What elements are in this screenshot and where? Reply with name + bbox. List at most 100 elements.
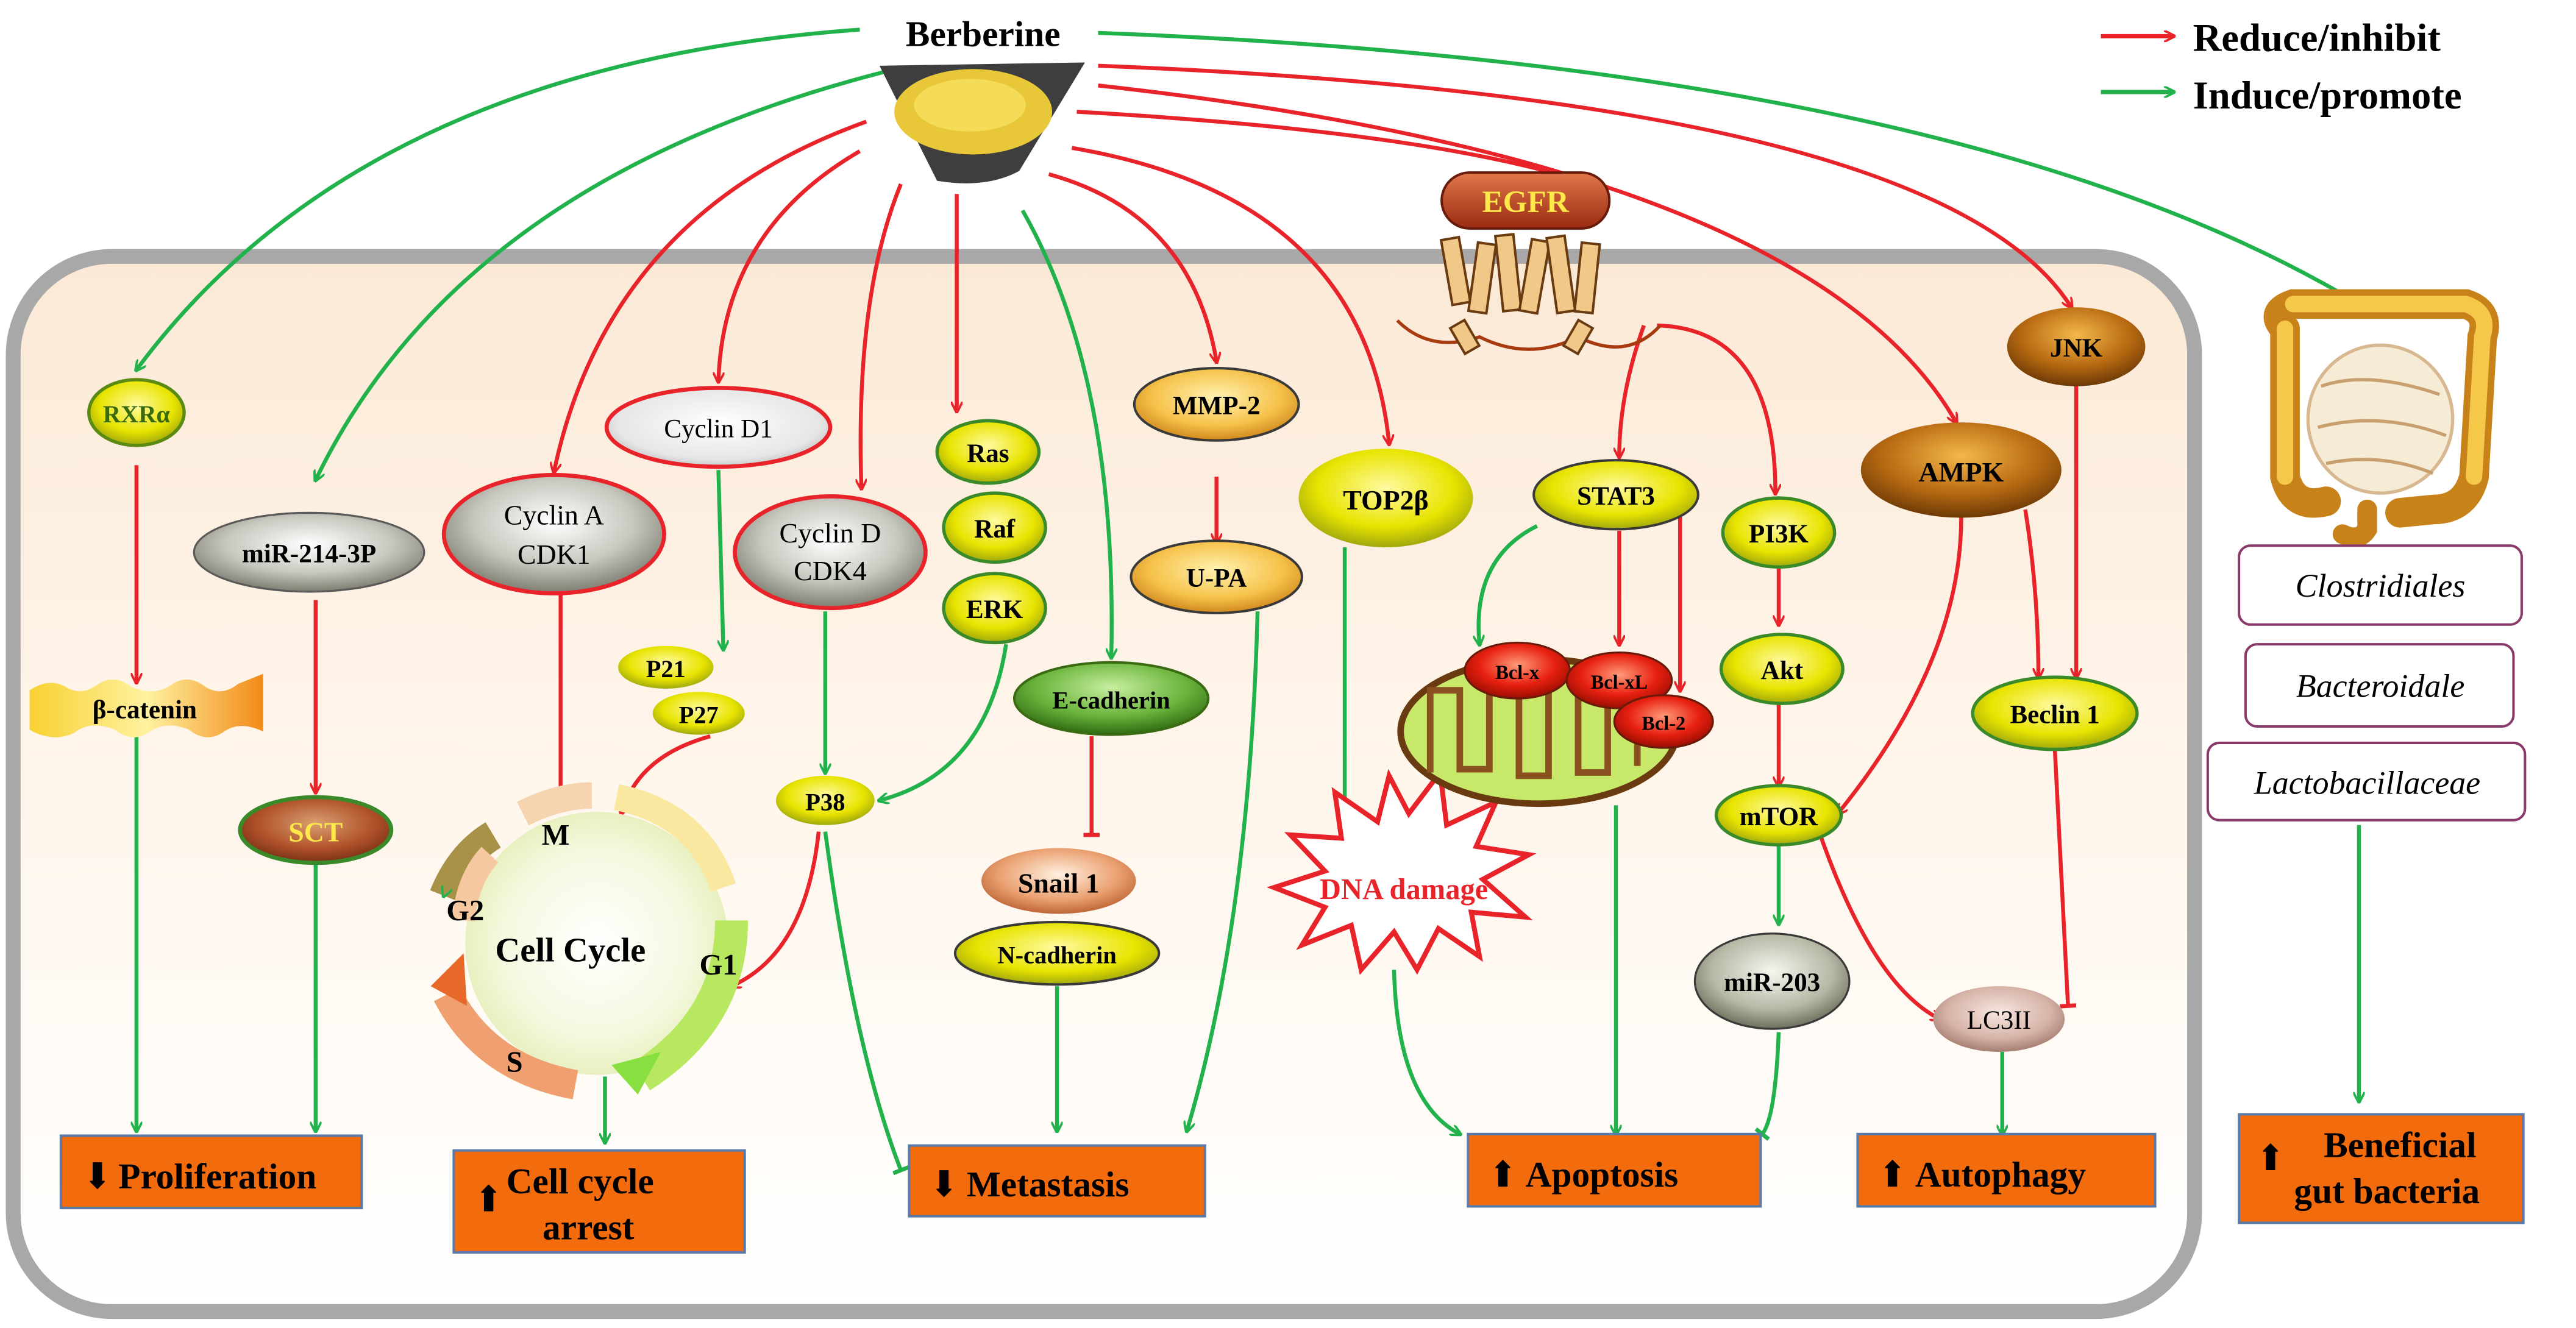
svg-text:EGFR: EGFR xyxy=(1482,185,1570,219)
svg-text:Bcl-x: Bcl-x xyxy=(1495,661,1539,683)
svg-text:Bacteroidale: Bacteroidale xyxy=(2296,667,2465,704)
down-arrow-icon: ⬇ xyxy=(929,1164,959,1204)
intestine-icon xyxy=(2263,289,2499,547)
cell-cycle-g2: G2 xyxy=(446,895,484,927)
svg-text:Lactobacillaceae: Lactobacillaceae xyxy=(2254,765,2480,801)
node-lc3ii: LC3II xyxy=(1933,986,2065,1052)
bacteria-clostridiales: Clostridiales xyxy=(2238,544,2523,626)
svg-text:Clostridiales: Clostridiales xyxy=(2296,567,2466,604)
svg-text:PI3K: PI3K xyxy=(1749,520,1809,549)
outcome-proliferation: ⬇ Proliferation xyxy=(59,1134,363,1210)
svg-text:N-cadherin: N-cadherin xyxy=(997,941,1116,968)
node-snail1: Snail 1 xyxy=(981,848,1136,914)
node-dna-damage: DNA damage xyxy=(1266,766,1537,975)
legend-inhibit-label: Reduce/inhibit xyxy=(2193,16,2441,60)
svg-text:Cyclin D: Cyclin D xyxy=(780,517,881,549)
svg-text:P21: P21 xyxy=(646,655,686,683)
svg-text:Autophagy: Autophagy xyxy=(1915,1154,2087,1195)
up-arrow-icon: ⬆ xyxy=(474,1179,504,1220)
svg-text:miR-214-3P: miR-214-3P xyxy=(242,539,376,568)
svg-text:arrest: arrest xyxy=(543,1207,635,1247)
svg-text:RXRα: RXRα xyxy=(103,400,171,428)
node-cyclin-d1: Cyclin D1 xyxy=(604,386,833,469)
outcome-apoptosis: ⬆ Apoptosis xyxy=(1467,1132,1762,1208)
svg-text:Raf: Raf xyxy=(974,515,1016,544)
svg-text:Snail 1: Snail 1 xyxy=(1018,867,1100,898)
node-sct: SCT xyxy=(238,795,394,865)
svg-text:Proliferation: Proliferation xyxy=(118,1156,316,1196)
node-p38: P38 xyxy=(775,775,875,825)
berberine-title: Berberine xyxy=(906,14,1061,54)
svg-text:miR-203: miR-203 xyxy=(1724,968,1820,997)
cell-cycle-g1: G1 xyxy=(700,949,738,981)
node-top2b: TOP2β xyxy=(1298,449,1473,548)
outcome-metastasis: ⬇ Metastasis xyxy=(908,1144,1206,1218)
svg-text:Metastasis: Metastasis xyxy=(967,1164,1130,1204)
node-rxra: RXRα xyxy=(87,378,186,447)
svg-text:Ras: Ras xyxy=(967,439,1009,468)
svg-text:E-cadherin: E-cadherin xyxy=(1052,686,1170,714)
node-cyclin-a-cdk1: Cyclin A CDK1 xyxy=(441,472,666,595)
svg-text:CDK1: CDK1 xyxy=(518,539,591,570)
up-arrow-icon: ⬆ xyxy=(1877,1154,1908,1195)
svg-text:STAT3: STAT3 xyxy=(1577,482,1655,511)
node-mtor: mTOR xyxy=(1714,784,1843,847)
svg-text:Bcl-2: Bcl-2 xyxy=(1642,712,1685,734)
outcome-cell-cycle-arrest: ⬆ Cell cycle arrest xyxy=(452,1149,746,1254)
svg-text:Akt: Akt xyxy=(1761,656,1804,685)
cell-cycle-center-label: Cell Cycle xyxy=(495,932,646,970)
up-arrow-icon: ⬆ xyxy=(2255,1138,2286,1178)
svg-text:U-PA: U-PA xyxy=(1186,564,1247,593)
down-arrow-icon: ⬇ xyxy=(82,1156,113,1196)
svg-text:Bcl-xL: Bcl-xL xyxy=(1591,671,1648,693)
legend: Reduce/inhibit Induce/promote xyxy=(2101,16,2462,117)
node-e-cadherin: E-cadherin xyxy=(1012,661,1210,736)
berberine-powder-icon xyxy=(879,62,1085,183)
svg-text:mTOR: mTOR xyxy=(1740,803,1818,831)
cell-cycle-m: M xyxy=(542,819,570,851)
node-bcl-x: Bcl-x xyxy=(1464,641,1571,700)
node-mir-203: miR-203 xyxy=(1693,932,1851,1030)
node-erk: ERK xyxy=(942,572,1047,645)
svg-text:P38: P38 xyxy=(805,789,845,816)
node-stat3: STAT3 xyxy=(1532,459,1699,531)
node-beclin-1: Beclin 1 xyxy=(1971,675,2139,751)
node-ras: Ras xyxy=(935,419,1041,485)
egfr-receptor-icon xyxy=(1396,233,1662,356)
svg-text:LC3II: LC3II xyxy=(1967,1006,2031,1035)
svg-text:P27: P27 xyxy=(679,701,719,729)
svg-text:Beneficial: Beneficial xyxy=(2324,1125,2476,1165)
svg-text:Beclin 1: Beclin 1 xyxy=(2010,701,2099,730)
svg-text:β-catenin: β-catenin xyxy=(93,695,197,724)
svg-text:Cell cycle: Cell cycle xyxy=(507,1161,654,1201)
node-jnk: JNK xyxy=(2007,307,2146,386)
legend-promote-label: Induce/promote xyxy=(2193,73,2462,117)
svg-text:Apoptosis: Apoptosis xyxy=(1526,1154,1679,1195)
svg-text:AMPK: AMPK xyxy=(1918,456,2004,488)
node-p21: P21 xyxy=(618,645,714,689)
node-egfr: EGFR xyxy=(1440,171,1611,230)
node-mmp-2: MMP-2 xyxy=(1133,367,1300,442)
node-u-pa: U-PA xyxy=(1130,539,1303,614)
node-akt: Akt xyxy=(1719,633,1845,705)
node-ampk: AMPK xyxy=(1860,422,2062,518)
node-beta-catenin: β-catenin xyxy=(29,673,263,737)
svg-text:CDK4: CDK4 xyxy=(794,555,867,586)
svg-text:JNK: JNK xyxy=(2050,334,2103,363)
node-raf: Raf xyxy=(942,491,1047,564)
outcome-autophagy: ⬆ Autophagy xyxy=(1856,1132,2157,1208)
node-p27: P27 xyxy=(652,692,745,735)
node-mir-214-3p: miR-214-3P xyxy=(193,511,425,593)
node-cyclin-d-cdk4: Cyclin D CDK4 xyxy=(733,494,928,611)
svg-text:Cyclin D1: Cyclin D1 xyxy=(664,414,772,443)
outcome-beneficial-gut-bacteria: ⬆ Beneficial gut bacteria xyxy=(2238,1113,2525,1224)
svg-text:TOP2β: TOP2β xyxy=(1343,485,1428,516)
svg-text:DNA damage: DNA damage xyxy=(1320,873,1488,906)
svg-text:MMP-2: MMP-2 xyxy=(1173,392,1261,421)
node-bcl-2: Bcl-2 xyxy=(1613,694,1714,749)
node-bcl-xl: Bcl-xL xyxy=(1565,652,1673,709)
svg-text:ERK: ERK xyxy=(966,595,1023,624)
bacteria-lactobacillaceae: Lactobacillaceae xyxy=(2206,741,2527,822)
node-n-cadherin: N-cadherin xyxy=(953,920,1161,986)
